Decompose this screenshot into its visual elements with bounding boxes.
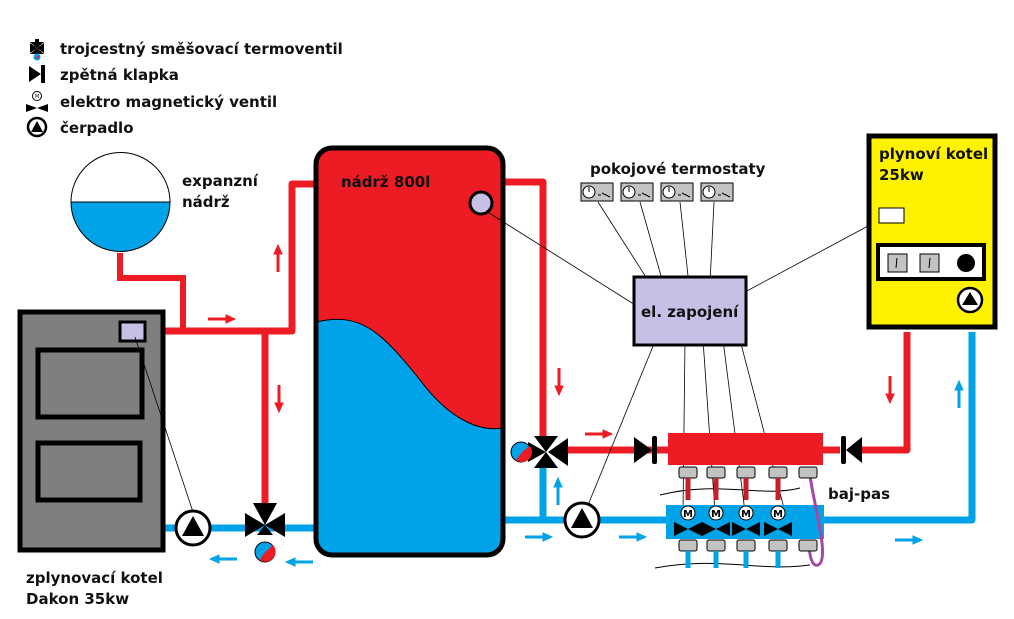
gasification-boiler <box>17 309 166 553</box>
flow-arrows-cold <box>208 379 964 567</box>
expansion-tank-label-1: expanzní <box>182 172 259 190</box>
gasification-boiler-label-2: Dakon 35kw <box>26 590 129 608</box>
solenoid-valve: M <box>702 505 730 536</box>
manifold-outlet-supply <box>678 466 698 479</box>
gasification-boiler-label-1: zplynovací kotel <box>26 569 163 587</box>
mixing-valve-boiler <box>245 503 285 563</box>
manifold-outlet-return <box>768 539 788 552</box>
mixing-valve-heating <box>510 436 568 468</box>
controller-box <box>632 275 748 347</box>
manifold-outlet-supply <box>736 466 756 479</box>
storage-tank <box>313 145 506 558</box>
manifold-outlet-supply <box>768 466 788 479</box>
legend-label-pump: čerpadlo <box>60 119 134 137</box>
pump-boiler-circuit <box>174 509 212 547</box>
gas-boiler <box>866 133 998 330</box>
check-valve-manifold-left <box>634 436 657 464</box>
manifold-outlet-return <box>706 539 726 552</box>
legend-label-check-valve: zpětná klapka <box>60 66 179 84</box>
gas-boiler-label-2: 25kw <box>879 166 924 184</box>
solenoid-valve: M <box>732 505 760 536</box>
manifold-outlet-supply <box>798 466 818 479</box>
manifold-outlet-return <box>798 539 818 552</box>
solenoid-valve-icon: M <box>26 91 48 112</box>
legend-label-mixing-valve: trojcestný směšovací termoventil <box>60 40 343 58</box>
svg-text:M: M <box>773 509 783 520</box>
boiler-sensor <box>118 320 147 343</box>
solenoid-valve: M <box>764 505 792 536</box>
legend: M trojcestný směšovací termoventil zpětn… <box>26 39 343 138</box>
solenoid-valve: M <box>674 505 702 536</box>
bypass-label: baj-pas <box>828 485 890 503</box>
room-thermostat <box>660 182 694 202</box>
manifold-outlet-return <box>678 539 698 552</box>
storage-tank-label: nádrž 800l <box>341 173 430 191</box>
expansion-tank-label-2: nádrž <box>182 193 230 211</box>
pump-heating-circuit <box>563 501 601 539</box>
manifold-outlet-supply <box>706 466 726 479</box>
legend-label-solenoid-valve: elektro magnetický ventil <box>60 93 277 111</box>
thermostats <box>580 182 734 202</box>
check-valve-gas-boiler <box>841 436 862 464</box>
thermostats-label: pokojové termostaty <box>590 160 766 178</box>
svg-text:M: M <box>683 509 693 520</box>
expansion-tank <box>70 152 186 331</box>
signal-wires <box>134 201 884 513</box>
gas-boiler-label-1: plynoví kotel <box>879 145 988 163</box>
manifold-outlet-return <box>736 539 756 552</box>
tank-sensor <box>468 190 494 216</box>
room-thermostat <box>700 182 734 202</box>
hot-pipe-left <box>165 180 323 505</box>
svg-text:M: M <box>711 509 721 520</box>
pump-icon <box>26 116 48 138</box>
manifold: M M M M <box>654 433 825 569</box>
svg-text:M: M <box>741 509 751 520</box>
flow-arrows-hot <box>208 243 895 439</box>
three-way-mixing-valve-icon <box>30 39 44 61</box>
controller-label: el. zapojení <box>641 303 739 321</box>
svg-text:M: M <box>35 94 39 100</box>
check-valve-icon <box>29 65 45 83</box>
room-thermostat <box>580 182 614 202</box>
gas-boiler-pump-icon <box>956 286 984 314</box>
room-thermostat <box>620 182 654 202</box>
